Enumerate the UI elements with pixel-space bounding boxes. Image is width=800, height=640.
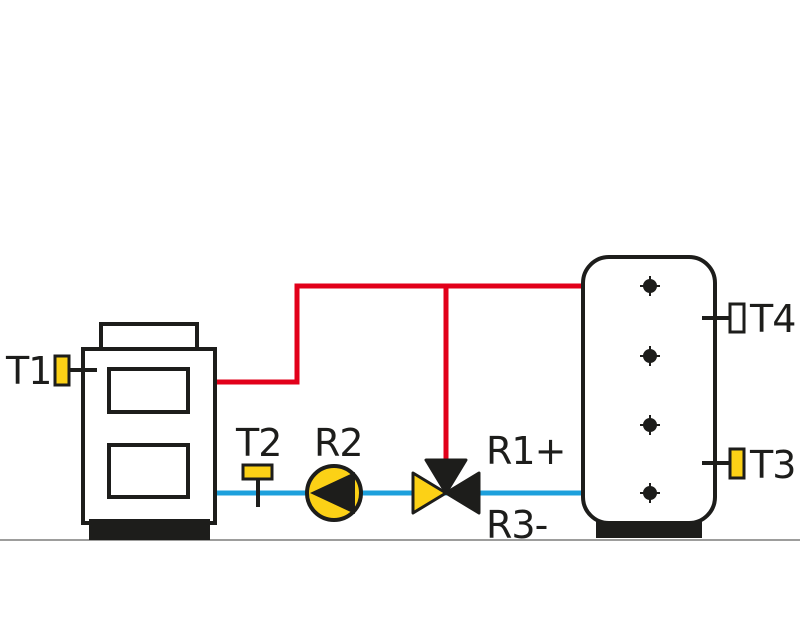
storage-tank-icon	[581, 255, 717, 538]
label-r2: R2	[314, 421, 364, 465]
pump-r2-icon	[305, 464, 363, 522]
tank-ports	[640, 276, 660, 503]
sensor-t2-icon	[241, 463, 274, 507]
label-t3: T3	[750, 443, 796, 487]
sensor-t1-icon	[53, 354, 97, 387]
boiler-icon	[81, 322, 217, 540]
sensor-t3-icon	[702, 447, 746, 480]
label-t4: T4	[750, 297, 796, 341]
label-t2: T2	[236, 421, 282, 465]
label-r3: R3-	[486, 503, 548, 547]
tank-port-2	[640, 346, 660, 366]
sensor-t4-icon	[702, 302, 746, 334]
mixing-valve-icon	[411, 458, 481, 515]
label-t1: T1	[6, 349, 52, 393]
label-r1: R1+	[486, 429, 566, 473]
tank-port-1	[640, 276, 660, 296]
tank-port-4	[640, 483, 660, 503]
tank-port-3	[640, 415, 660, 435]
